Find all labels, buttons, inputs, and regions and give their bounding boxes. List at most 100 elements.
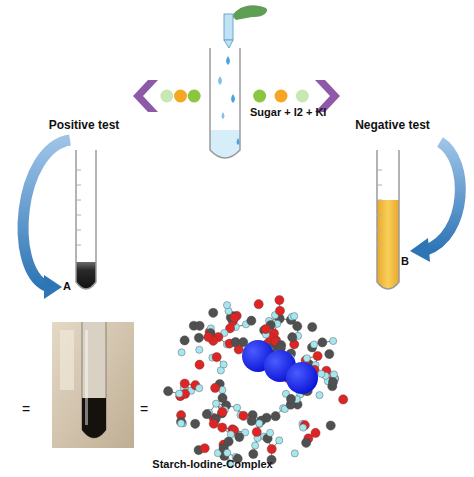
drop [222, 112, 225, 119]
atom [267, 429, 274, 436]
atom [313, 351, 322, 360]
atom [196, 346, 203, 353]
atom [211, 383, 220, 392]
atom [218, 407, 227, 416]
test-tube-node: Negative test [340, 88, 445, 293]
atom [293, 322, 302, 331]
starch-iodine-model [164, 296, 348, 467]
atom [176, 390, 183, 397]
atom [286, 394, 295, 403]
atom [195, 321, 204, 330]
atom [247, 316, 256, 325]
dotted-chevron-arrow [133, 80, 201, 112]
test-tube-node: Positive test [35, 88, 133, 293]
atom [318, 338, 327, 347]
test-tube [76, 150, 96, 289]
atom [218, 423, 227, 432]
atom [291, 450, 298, 457]
atom [194, 333, 203, 342]
atom [230, 313, 239, 322]
atom [223, 302, 230, 309]
atom [326, 421, 335, 430]
atom [308, 322, 317, 331]
arrow-letter: A [63, 280, 77, 292]
atom [239, 411, 248, 420]
atom [204, 332, 213, 341]
test-tube [210, 48, 240, 158]
drop [231, 94, 235, 103]
connector-dot [275, 90, 288, 103]
scale-marks [377, 170, 382, 245]
arrow-body [23, 140, 70, 286]
drop [218, 76, 222, 85]
scale-marks [76, 170, 81, 245]
atom [275, 296, 284, 305]
curved-arrow [23, 140, 70, 299]
atom [328, 377, 337, 386]
arrow-letter: B [401, 255, 415, 267]
tube-outline [377, 150, 399, 289]
atom [164, 387, 173, 396]
atom [224, 437, 233, 446]
atom [202, 410, 211, 419]
atom [256, 420, 263, 427]
arrow-body [426, 142, 460, 250]
dropper-bulb [232, 5, 267, 20]
connector-dot [253, 90, 266, 103]
atom [271, 412, 280, 421]
atom [196, 385, 203, 392]
test-tube-node: Sugar + I2 + KI [205, 40, 245, 165]
test-tube [377, 150, 399, 289]
photo-paper [60, 330, 74, 390]
photo-glare [85, 330, 88, 425]
atom [330, 371, 337, 378]
arrow-head [410, 238, 430, 262]
atom [249, 449, 258, 458]
atom [252, 442, 259, 449]
drop [237, 138, 240, 145]
atom [288, 333, 297, 342]
photo-background [52, 322, 134, 448]
atom [291, 313, 298, 320]
figure-label: Starch-Iodine-Complex [130, 458, 295, 470]
atom [330, 337, 337, 344]
atom [302, 438, 311, 447]
drop [226, 56, 230, 65]
atom [316, 392, 323, 399]
atom [261, 325, 270, 334]
atom [267, 444, 276, 453]
atom [233, 404, 240, 411]
node-label: Sugar + I2 + KI [250, 106, 390, 118]
atom [217, 367, 224, 374]
atom [200, 444, 209, 453]
atom [212, 400, 219, 407]
dropper [224, 5, 267, 48]
connector-dot [160, 90, 173, 103]
connector-dot [174, 90, 187, 103]
atom [318, 370, 325, 377]
curved-arrow [410, 142, 460, 262]
equals-sign: = [22, 401, 38, 417]
atom [209, 308, 218, 317]
arrow-head [44, 275, 62, 299]
photo-tube [82, 322, 106, 438]
atom [247, 416, 256, 425]
atom [252, 427, 261, 436]
atom [178, 420, 185, 427]
atom [180, 336, 189, 345]
connector-dot [188, 90, 201, 103]
atom [212, 353, 221, 362]
iodine-atom [286, 362, 318, 394]
node-label: Positive test [35, 118, 133, 132]
atom [224, 449, 231, 456]
tube-outline [76, 150, 96, 289]
equals-sign: = [140, 401, 156, 417]
atom [254, 300, 263, 309]
atom [235, 432, 244, 441]
tube-outline [210, 48, 240, 158]
atom [176, 417, 185, 426]
atom [180, 379, 189, 388]
dropper-body [224, 14, 233, 40]
connector-dot [296, 90, 309, 103]
